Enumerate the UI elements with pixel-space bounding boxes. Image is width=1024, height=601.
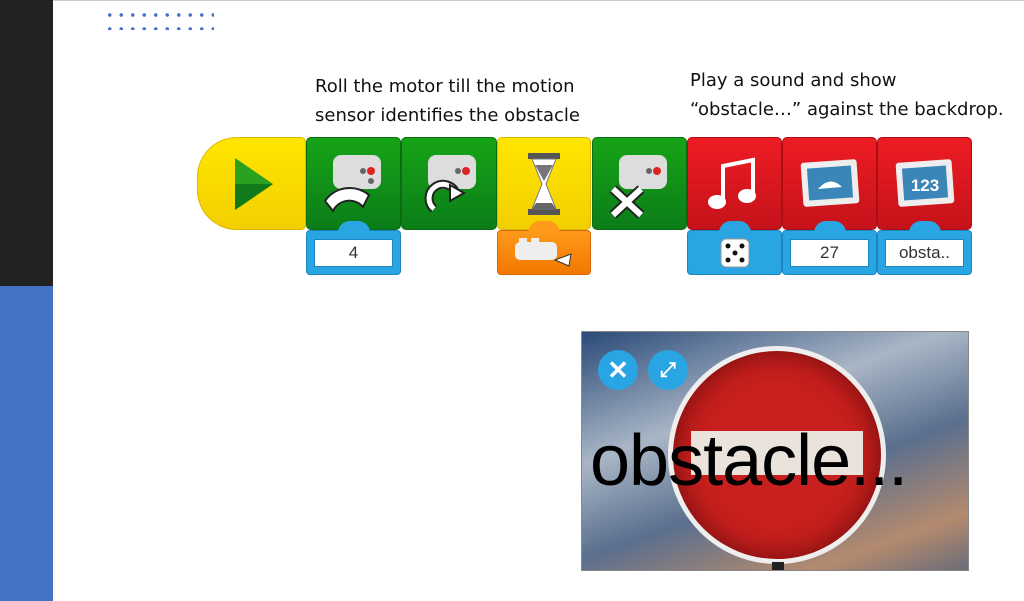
caption-line: “obstacle…” against the backdrop. [690, 99, 1004, 120]
caption-line: sensor identifies the obstacle [315, 105, 580, 126]
play-icon [234, 157, 273, 210]
hourglass-icon [528, 152, 560, 215]
motor-off-icon [609, 154, 667, 219]
fullscreen-icon[interactable]: ⤢ [648, 350, 688, 390]
music-note-icon [707, 157, 756, 209]
motor-power-block[interactable] [306, 137, 401, 230]
caption-line: Roll the motor till the motion [315, 76, 575, 97]
slide-side-bar-dark [0, 0, 53, 286]
close-icon[interactable]: ✕ [598, 350, 638, 390]
power-value[interactable]: 4 [314, 238, 393, 267]
background-value[interactable]: 27 [790, 238, 869, 267]
motion-sensor-icon [515, 237, 572, 267]
caption-line: Play a sound and show [690, 70, 897, 91]
display-123-icon: 123 [895, 158, 954, 207]
power-input[interactable]: 4 [306, 221, 401, 275]
set-background-block[interactable] [782, 137, 877, 230]
display-text: obstacle... [590, 421, 908, 501]
decorative-dots [104, 8, 214, 30]
motor-on-icon [424, 154, 476, 212]
wait-for-block[interactable] [497, 137, 591, 230]
play-sound-block[interactable] [687, 137, 782, 230]
display-text-block[interactable]: 123 [877, 137, 972, 230]
motor-power-icon [323, 154, 381, 213]
motor-off-block[interactable] [592, 137, 687, 230]
background-input[interactable]: 27 [782, 221, 877, 275]
top-border [0, 0, 1024, 1]
background-icon [800, 158, 859, 207]
icon-text: 123 [910, 176, 938, 195]
text-value[interactable]: obsta.. [885, 238, 964, 267]
motor-on-block[interactable] [401, 137, 497, 230]
stop-sign-image [668, 346, 886, 564]
motion-sensor-input[interactable] [497, 221, 591, 275]
dice-icon [720, 238, 749, 267]
sound-input[interactable] [687, 221, 782, 275]
start-block[interactable] [197, 137, 306, 230]
sign-pole [772, 562, 784, 570]
display-preview: obstacle... ✕ ⤢ [581, 331, 969, 571]
slide-side-bar-blue [0, 286, 53, 601]
caption-left: Roll the motor till the motion sensor id… [315, 72, 580, 130]
text-input[interactable]: obsta.. [877, 221, 972, 275]
caption-right: Play a sound and show “obstacle…” agains… [690, 66, 1004, 124]
